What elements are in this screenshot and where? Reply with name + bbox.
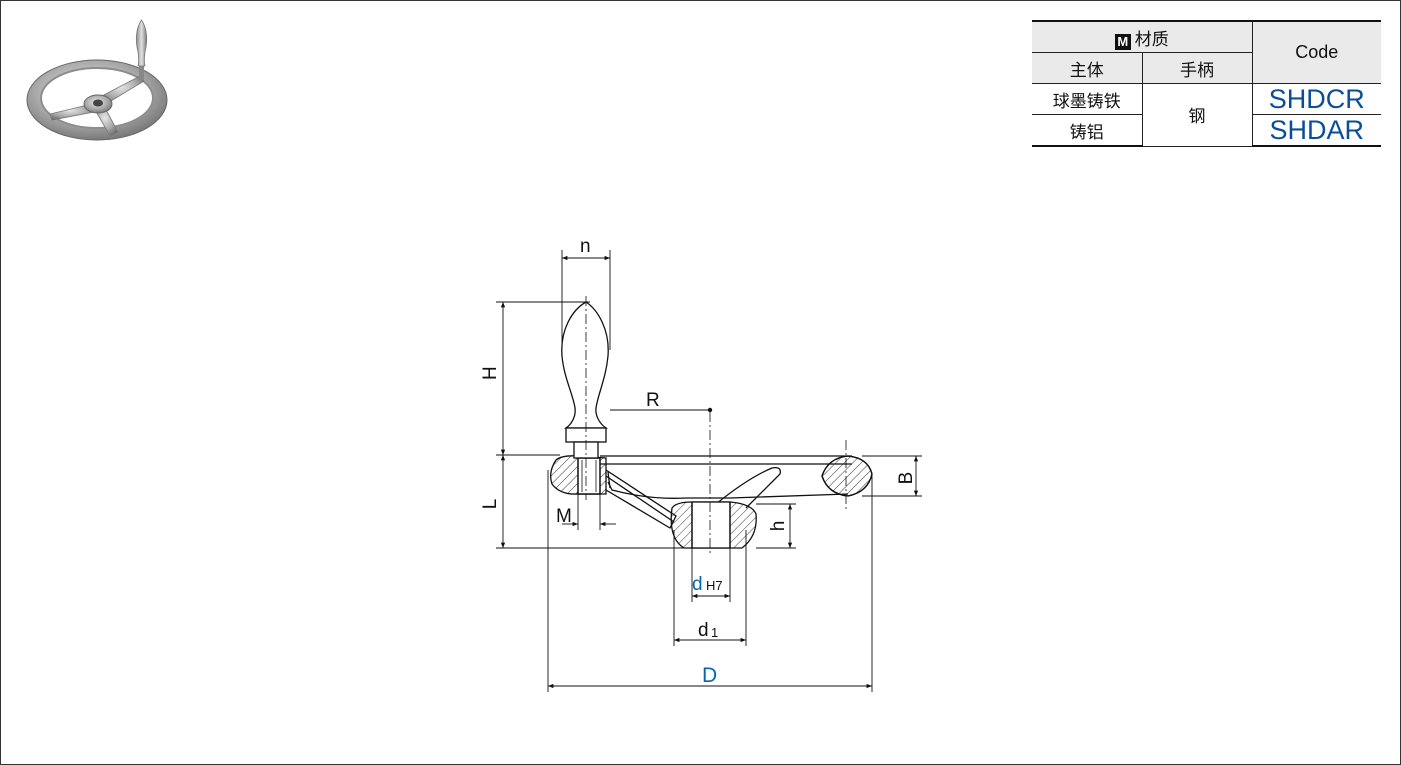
body-header: 主体 <box>1032 52 1143 84</box>
dim-H-label: H <box>480 366 501 380</box>
row-2-body: 铸铝 <box>1032 114 1143 147</box>
row-1-code[interactable]: SHDCR <box>1252 83 1381 115</box>
dim-D-label: D <box>702 664 717 687</box>
material-badge-icon: M <box>1114 33 1131 50</box>
dim-d-tolerance: H7 <box>706 578 723 593</box>
dim-h-label: h <box>768 521 789 532</box>
code-header: Code <box>1252 20 1381 84</box>
dim-n-label: n <box>580 236 591 257</box>
radius-center-point <box>707 407 713 413</box>
handwheel-photo-icon <box>26 19 168 141</box>
dim-d1-label: d <box>698 620 709 641</box>
row-2-code[interactable]: SHDAR <box>1252 114 1381 147</box>
dim-R-label: R <box>646 390 660 411</box>
wheel-section <box>550 455 873 549</box>
handle-material: 钢 <box>1142 83 1253 147</box>
dim-L-label: L <box>480 499 501 510</box>
row-1-body: 球墨铸铁 <box>1032 83 1143 115</box>
dimension-lines <box>496 250 922 692</box>
handle-header: 手柄 <box>1142 52 1253 84</box>
dim-M-label: M <box>556 506 572 527</box>
dim-d-label: d <box>692 574 703 595</box>
dim-B-label: B <box>896 472 917 485</box>
dim-d1-subscript: 1 <box>711 625 718 640</box>
center-lines <box>585 296 847 556</box>
revolving-handle <box>561 301 609 459</box>
